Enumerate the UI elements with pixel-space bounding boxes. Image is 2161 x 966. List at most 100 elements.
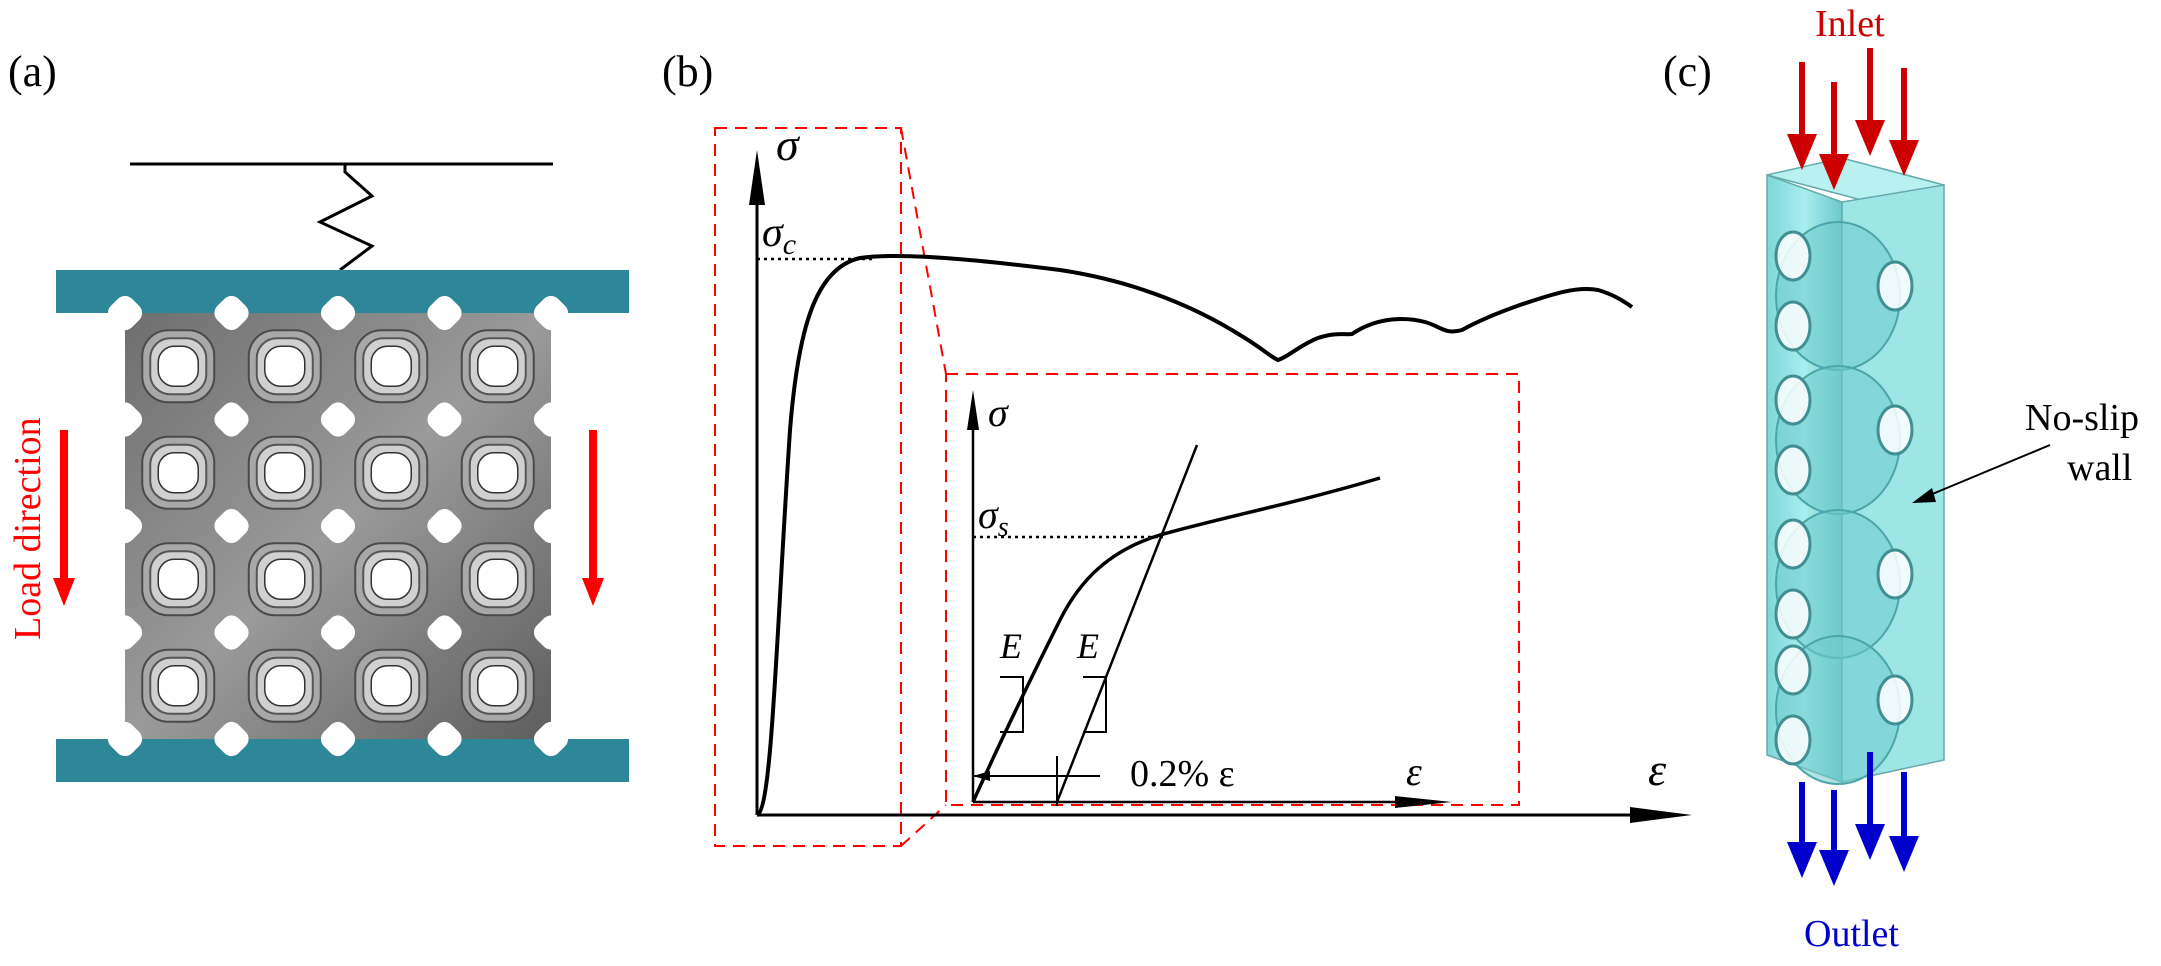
lattice-cell-hole (477, 665, 519, 707)
internal-cavities (1774, 221, 1914, 785)
cavity-opening (1876, 260, 1914, 312)
panel-c-label: (c) (1663, 47, 1712, 96)
outlet-arrow-icon (1889, 772, 1919, 872)
inset-x-axis-arrow-icon (1395, 796, 1452, 808)
cavity-opening (1876, 404, 1914, 456)
cavity-opening (1774, 230, 1812, 282)
lattice-pore (107, 402, 143, 437)
cavity-opening (1876, 674, 1914, 726)
panel-b: (b) σ ε σc σ ε σs E (662, 47, 1692, 847)
lattice-pore (214, 295, 249, 331)
lattice-pore (533, 508, 569, 544)
main-x-label: ε (1648, 744, 1667, 795)
cavity-opening (1774, 588, 1812, 640)
inlet-arrows (1787, 48, 1919, 190)
offset-line (1055, 444, 1199, 803)
panel-b-label: (b) (662, 47, 713, 96)
lattice-cell-hole (477, 558, 519, 600)
outlet-arrow-icon (1787, 782, 1817, 878)
lattice-pore (320, 402, 356, 437)
lattice-cell-hole (157, 452, 199, 494)
outlet-arrow-icon (1855, 752, 1885, 860)
wall-pointer-line (1917, 444, 2051, 501)
lattice-pore (533, 721, 569, 757)
inlet-arrow-icon (1819, 82, 1849, 190)
inset-y-axis-arrow-icon (967, 390, 979, 430)
lattice-pore (107, 615, 143, 650)
inset-y-label: σ (988, 390, 1009, 435)
lattice-cell-hole (264, 665, 306, 707)
wall-label-line1: No-slip (2025, 397, 2139, 439)
load-arrow-left-icon (53, 430, 75, 606)
lattice-pore (107, 721, 143, 757)
lattice-cell-hole (370, 558, 412, 600)
cavity-opening (1774, 444, 1812, 496)
modulus-triangle-1 (1000, 676, 1024, 733)
wall-pointer-arrow-icon (1912, 488, 1936, 503)
lattice-cell-hole (157, 665, 199, 707)
modulus-triangle-2 (1083, 676, 1107, 733)
yield-stress-label: σs (978, 492, 1009, 543)
lattice-pore (427, 295, 462, 331)
lattice-pore (320, 721, 356, 757)
lattice-cell-hole (477, 345, 519, 387)
lattice-cell-hole (264, 452, 306, 494)
main-stress-strain-curve (755, 253, 1634, 817)
inlet-arrow-icon (1855, 48, 1885, 156)
lattice-cell-hole (264, 558, 306, 600)
lattice-cell-hole (370, 345, 412, 387)
modulus-label-1: E (999, 626, 1022, 666)
offset-label: 0.2% ε (1130, 753, 1235, 795)
lattice-pore (427, 615, 462, 650)
load-arrow-right-icon (582, 430, 604, 606)
lattice-pore (320, 295, 356, 331)
outlet-label: Outlet (1804, 913, 1899, 955)
lattice-cell-hole (157, 558, 199, 600)
lattice-cell-hole (477, 452, 519, 494)
cavity-opening (1774, 374, 1812, 426)
inset-stress-strain-curve (971, 476, 1381, 803)
lattice-pore (533, 615, 569, 650)
cavity-opening (1774, 644, 1812, 696)
cavity-opening (1774, 300, 1812, 352)
zoom-connector-bottom (900, 804, 947, 847)
outlet-arrows (1787, 752, 1919, 886)
lattice-cells (107, 295, 569, 757)
lattice-pore (214, 402, 249, 437)
inlet-label: Inlet (1815, 3, 1885, 45)
lattice-pore (320, 615, 356, 650)
lattice-pore (107, 295, 143, 331)
main-y-label: σ (776, 119, 801, 170)
inset-box (945, 373, 1520, 806)
lattice-pore (107, 508, 143, 544)
main-y-axis-arrow-icon (749, 150, 765, 205)
lattice-cell-hole (370, 665, 412, 707)
panel-a: (a) Load direction (7, 47, 629, 782)
lattice-pore (214, 615, 249, 650)
cavity-opening (1876, 548, 1914, 600)
outlet-arrow-icon (1819, 790, 1849, 886)
modulus-label-2: E (1076, 626, 1099, 666)
lattice-pore (320, 508, 356, 544)
lattice-pore (214, 508, 249, 544)
wall-label-line2: wall (2067, 447, 2132, 489)
zoom-connector-top (900, 127, 947, 375)
lattice-cell-hole (157, 345, 199, 387)
main-x-axis-arrow-icon (1630, 807, 1692, 823)
panel-a-label: (a) (8, 47, 57, 96)
load-direction-label: Load direction (7, 417, 49, 640)
lattice-pore (533, 402, 569, 437)
cavity-opening (1774, 714, 1812, 766)
lattice-pore (427, 402, 462, 437)
lattice-pore (533, 295, 569, 331)
peak-stress-label: σc (762, 210, 796, 261)
lattice-pore (427, 508, 462, 544)
lattice-pore (427, 721, 462, 757)
zoom-region-box (714, 127, 902, 847)
inlet-arrow-icon (1787, 62, 1817, 170)
lattice-pore (214, 721, 249, 757)
lattice-cell-hole (370, 452, 412, 494)
inset-x-label: ε (1406, 749, 1422, 794)
cavity-opening (1774, 518, 1812, 570)
